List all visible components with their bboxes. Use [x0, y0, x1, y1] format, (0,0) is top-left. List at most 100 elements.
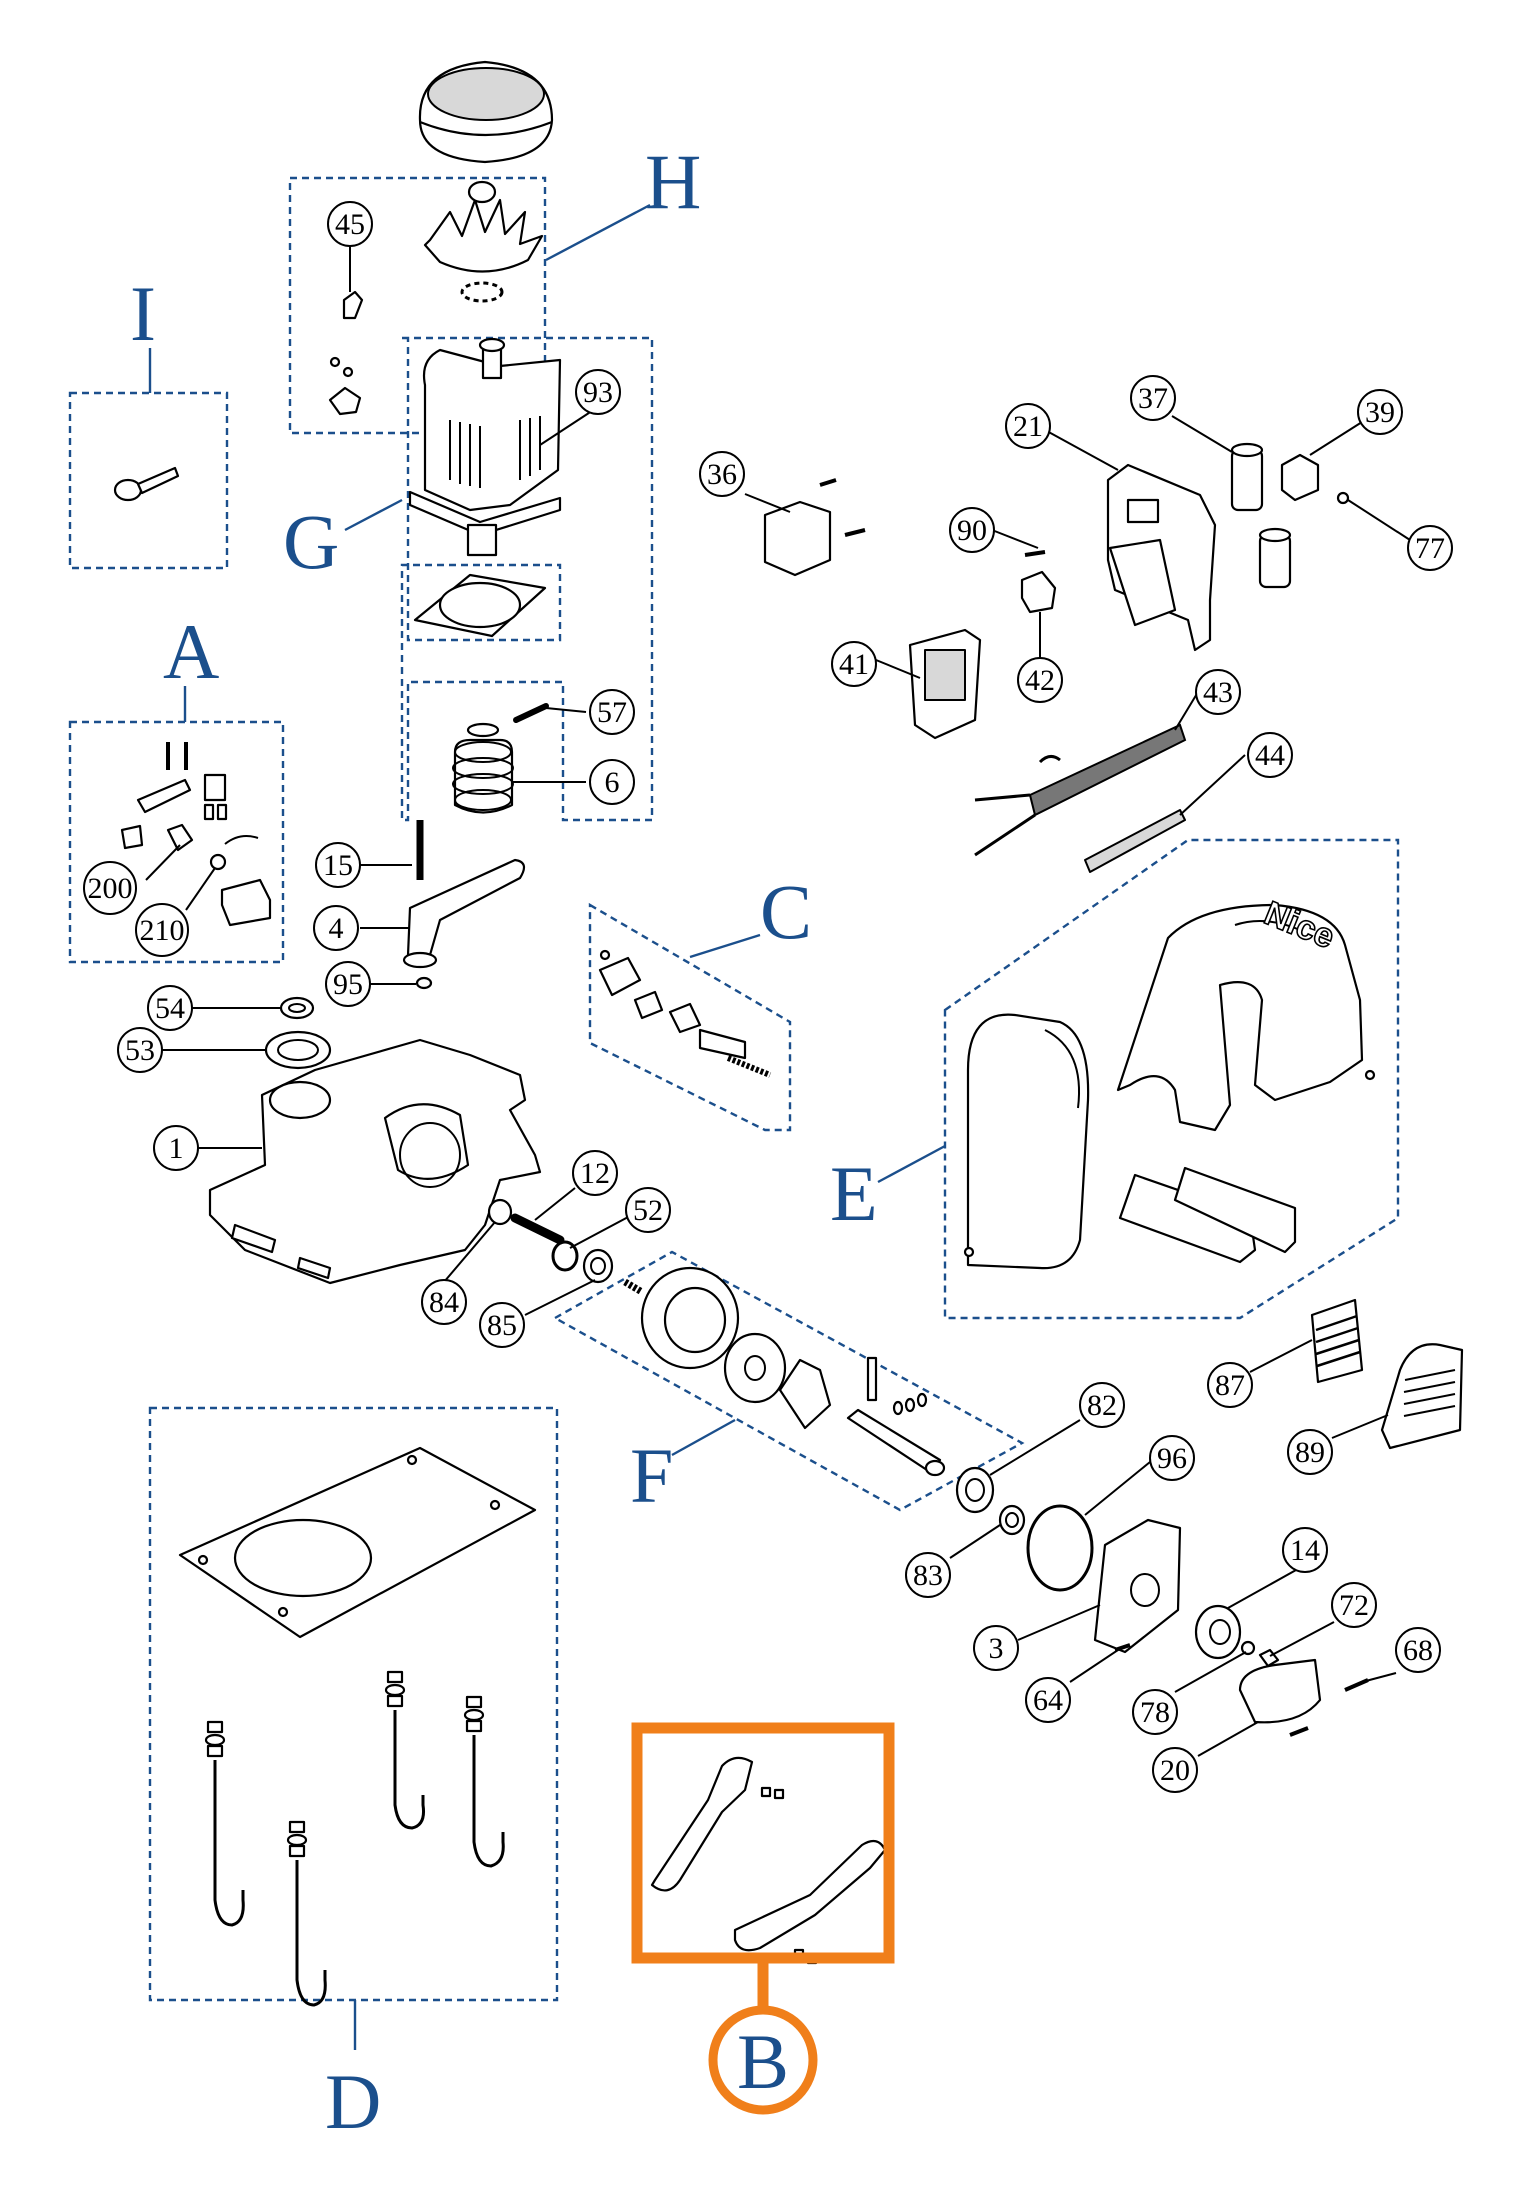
svg-text:1: 1 [169, 1132, 184, 1165]
callout-89: 89 [1287, 1429, 1333, 1475]
svg-text:85: 85 [487, 1309, 517, 1342]
svg-text:93: 93 [583, 376, 613, 409]
fan-clip-45 [328, 290, 364, 416]
svg-text:64: 64 [1033, 1684, 1063, 1717]
svg-text:20: 20 [1160, 1754, 1190, 1787]
part-drawings: Nice [113, 60, 1464, 2007]
control-unit-21 [1106, 463, 1217, 652]
callout-93: 93 [575, 369, 621, 415]
callout-36: 36 [699, 451, 745, 497]
callout-53: 53 [117, 1027, 163, 1073]
group-label-g: G [283, 498, 339, 585]
group-label-f: F [630, 1432, 673, 1519]
svg-text:84: 84 [429, 1286, 459, 1319]
capacitors [1230, 442, 1350, 589]
callout-21: 21 [1005, 403, 1051, 449]
group-label-c: C [760, 868, 812, 955]
svg-text:87: 87 [1215, 1369, 1245, 1402]
cover-e: Nice [963, 893, 1376, 1270]
fan-cover [418, 60, 554, 164]
callouts: 45 93 36 21 37 39 77 90 42 41 57 6 43 44… [83, 201, 1453, 1793]
gear-train [640, 1266, 946, 1477]
callout-3: 3 [973, 1625, 1019, 1671]
group-label-d: D [325, 2058, 381, 2145]
callout-14: 14 [1282, 1527, 1328, 1573]
fan [423, 180, 544, 303]
base-plate [178, 1446, 537, 1639]
callout-39: 39 [1357, 389, 1403, 435]
callout-45: 45 [327, 201, 373, 247]
callout-4: 4 [313, 905, 359, 951]
group-box-c [588, 902, 792, 1132]
callout-210: 210 [135, 903, 189, 957]
svg-text:89: 89 [1295, 1436, 1325, 1469]
svg-text:57: 57 [597, 696, 627, 729]
group-labels: H I G A C E F D [130, 138, 878, 2145]
anchor-bolts [204, 1670, 505, 2007]
display-board-41 [908, 628, 982, 740]
svg-text:77: 77 [1415, 532, 1445, 565]
svg-text:52: 52 [633, 1194, 663, 1227]
svg-text:39: 39 [1365, 396, 1395, 429]
group-label-i: I [130, 270, 156, 357]
svg-text:37: 37 [1138, 382, 1168, 415]
callout-96: 96 [1149, 1435, 1195, 1481]
svg-text:54: 54 [155, 992, 185, 1025]
callout-44: 44 [1247, 732, 1293, 778]
release-key [113, 466, 180, 502]
limit-switch-kit [598, 949, 772, 1078]
callout-1: 1 [153, 1125, 199, 1171]
output-bearings [955, 1466, 1094, 1592]
group-box-i [68, 391, 229, 570]
callout-90: 90 [949, 507, 995, 553]
svg-text:41: 41 [839, 648, 869, 681]
lever-4 [402, 820, 526, 990]
svg-text:15: 15 [323, 849, 353, 882]
callout-43: 43 [1195, 669, 1241, 715]
highlight-group-b: B [631, 1722, 895, 2115]
group-boxes [68, 176, 1400, 2002]
svg-text:68: 68 [1403, 1634, 1433, 1667]
callout-200: 200 [83, 861, 137, 915]
group-box-g [400, 336, 654, 822]
svg-text:82: 82 [1087, 1389, 1117, 1422]
cables-43-44 [974, 723, 1187, 873]
callout-64: 64 [1025, 1677, 1071, 1723]
highlight-circle-b [708, 2005, 818, 2115]
callout-52: 52 [625, 1187, 671, 1233]
group-label-h: H [645, 138, 701, 225]
group-box-a [68, 720, 285, 964]
callout-78: 78 [1132, 1689, 1178, 1735]
group-label-b: B [737, 2018, 789, 2105]
motor-93 [408, 337, 562, 557]
leader-lines [145, 240, 1411, 1757]
callout-83: 83 [905, 1552, 951, 1598]
group-leaders [148, 203, 946, 2050]
callout-54: 54 [147, 985, 193, 1031]
gearbox-housing-1 [208, 1038, 542, 1285]
callout-12: 12 [572, 1150, 618, 1196]
svg-text:72: 72 [1339, 1589, 1369, 1622]
svg-text:6: 6 [605, 766, 620, 799]
connector-42 [1020, 550, 1057, 614]
svg-text:43: 43 [1203, 676, 1233, 709]
svg-text:14: 14 [1290, 1534, 1320, 1567]
svg-text:3: 3 [989, 1632, 1004, 1665]
callout-77: 77 [1407, 525, 1453, 571]
callout-85: 85 [479, 1302, 525, 1348]
svg-text:45: 45 [335, 208, 365, 241]
callout-82: 82 [1079, 1382, 1125, 1428]
arm-kit-b [650, 1756, 887, 1965]
callout-87: 87 [1207, 1362, 1253, 1408]
callout-57: 57 [589, 689, 635, 735]
worm-screw-6 [452, 703, 549, 814]
callout-37: 37 [1130, 375, 1176, 421]
svg-text:96: 96 [1157, 1442, 1187, 1475]
callout-72: 72 [1331, 1582, 1377, 1628]
svg-text:90: 90 [957, 514, 987, 547]
svg-text:36: 36 [707, 458, 737, 491]
release-kit [120, 742, 272, 927]
callout-68: 68 [1395, 1627, 1441, 1673]
group-box-h [288, 176, 547, 435]
